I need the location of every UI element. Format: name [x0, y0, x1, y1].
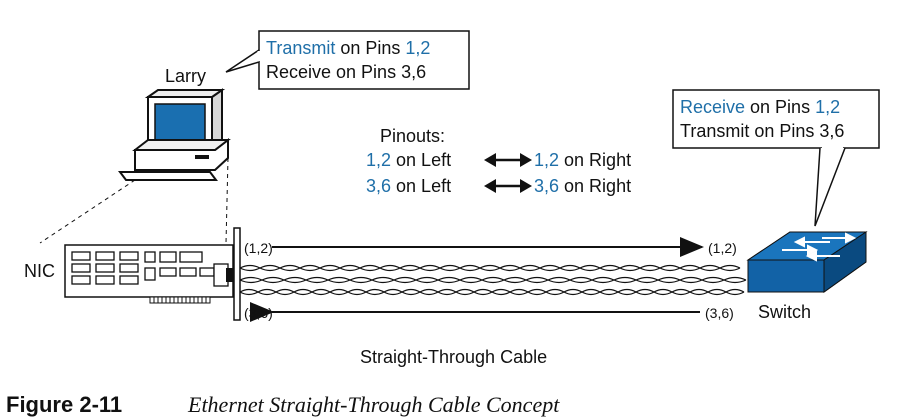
nic-card-icon	[64, 227, 241, 321]
twisted-pair-wires	[239, 264, 747, 296]
pinouts-row2-left: 3,6 on Left	[366, 176, 451, 196]
pinouts-row1-left: 1,2 on Left	[366, 150, 451, 170]
wire-label-bottom-left: (3,6)	[244, 305, 273, 321]
figure-caption: Ethernet Straight-Through Cable Concept	[187, 392, 560, 417]
figure-number: Figure 2-11	[6, 392, 122, 417]
nic-label: NIC	[24, 261, 55, 281]
callout-right	[672, 89, 880, 227]
wire-label-top-left: (1,2)	[244, 240, 273, 256]
wire-label-bottom-right: (3,6)	[705, 305, 734, 321]
pc-label: Larry	[165, 66, 206, 86]
switch-icon	[746, 231, 868, 293]
double-arrow-icon	[484, 179, 532, 193]
wire-label-top-right: (1,2)	[708, 240, 737, 256]
callout-left-line2: Receive on Pins 3,6	[266, 62, 426, 82]
pinouts-row2-right: 3,6 on Right	[534, 176, 631, 196]
leader-line	[39, 179, 136, 244]
cable-label: Straight-Through Cable	[360, 347, 547, 367]
callout-right-line2: Transmit on Pins 3,6	[680, 121, 844, 141]
pinouts-title: Pinouts:	[380, 126, 445, 146]
pc-icon	[118, 88, 231, 181]
callout-left-line1: Transmit on Pins 1,2	[266, 38, 430, 58]
callout-right-line1: Receive on Pins 1,2	[680, 97, 840, 117]
pinouts-row1-right: 1,2 on Right	[534, 150, 631, 170]
leader-line	[225, 157, 229, 244]
switch-label: Switch	[758, 302, 811, 322]
callout-left	[225, 30, 470, 90]
double-arrow-icon	[484, 153, 532, 167]
